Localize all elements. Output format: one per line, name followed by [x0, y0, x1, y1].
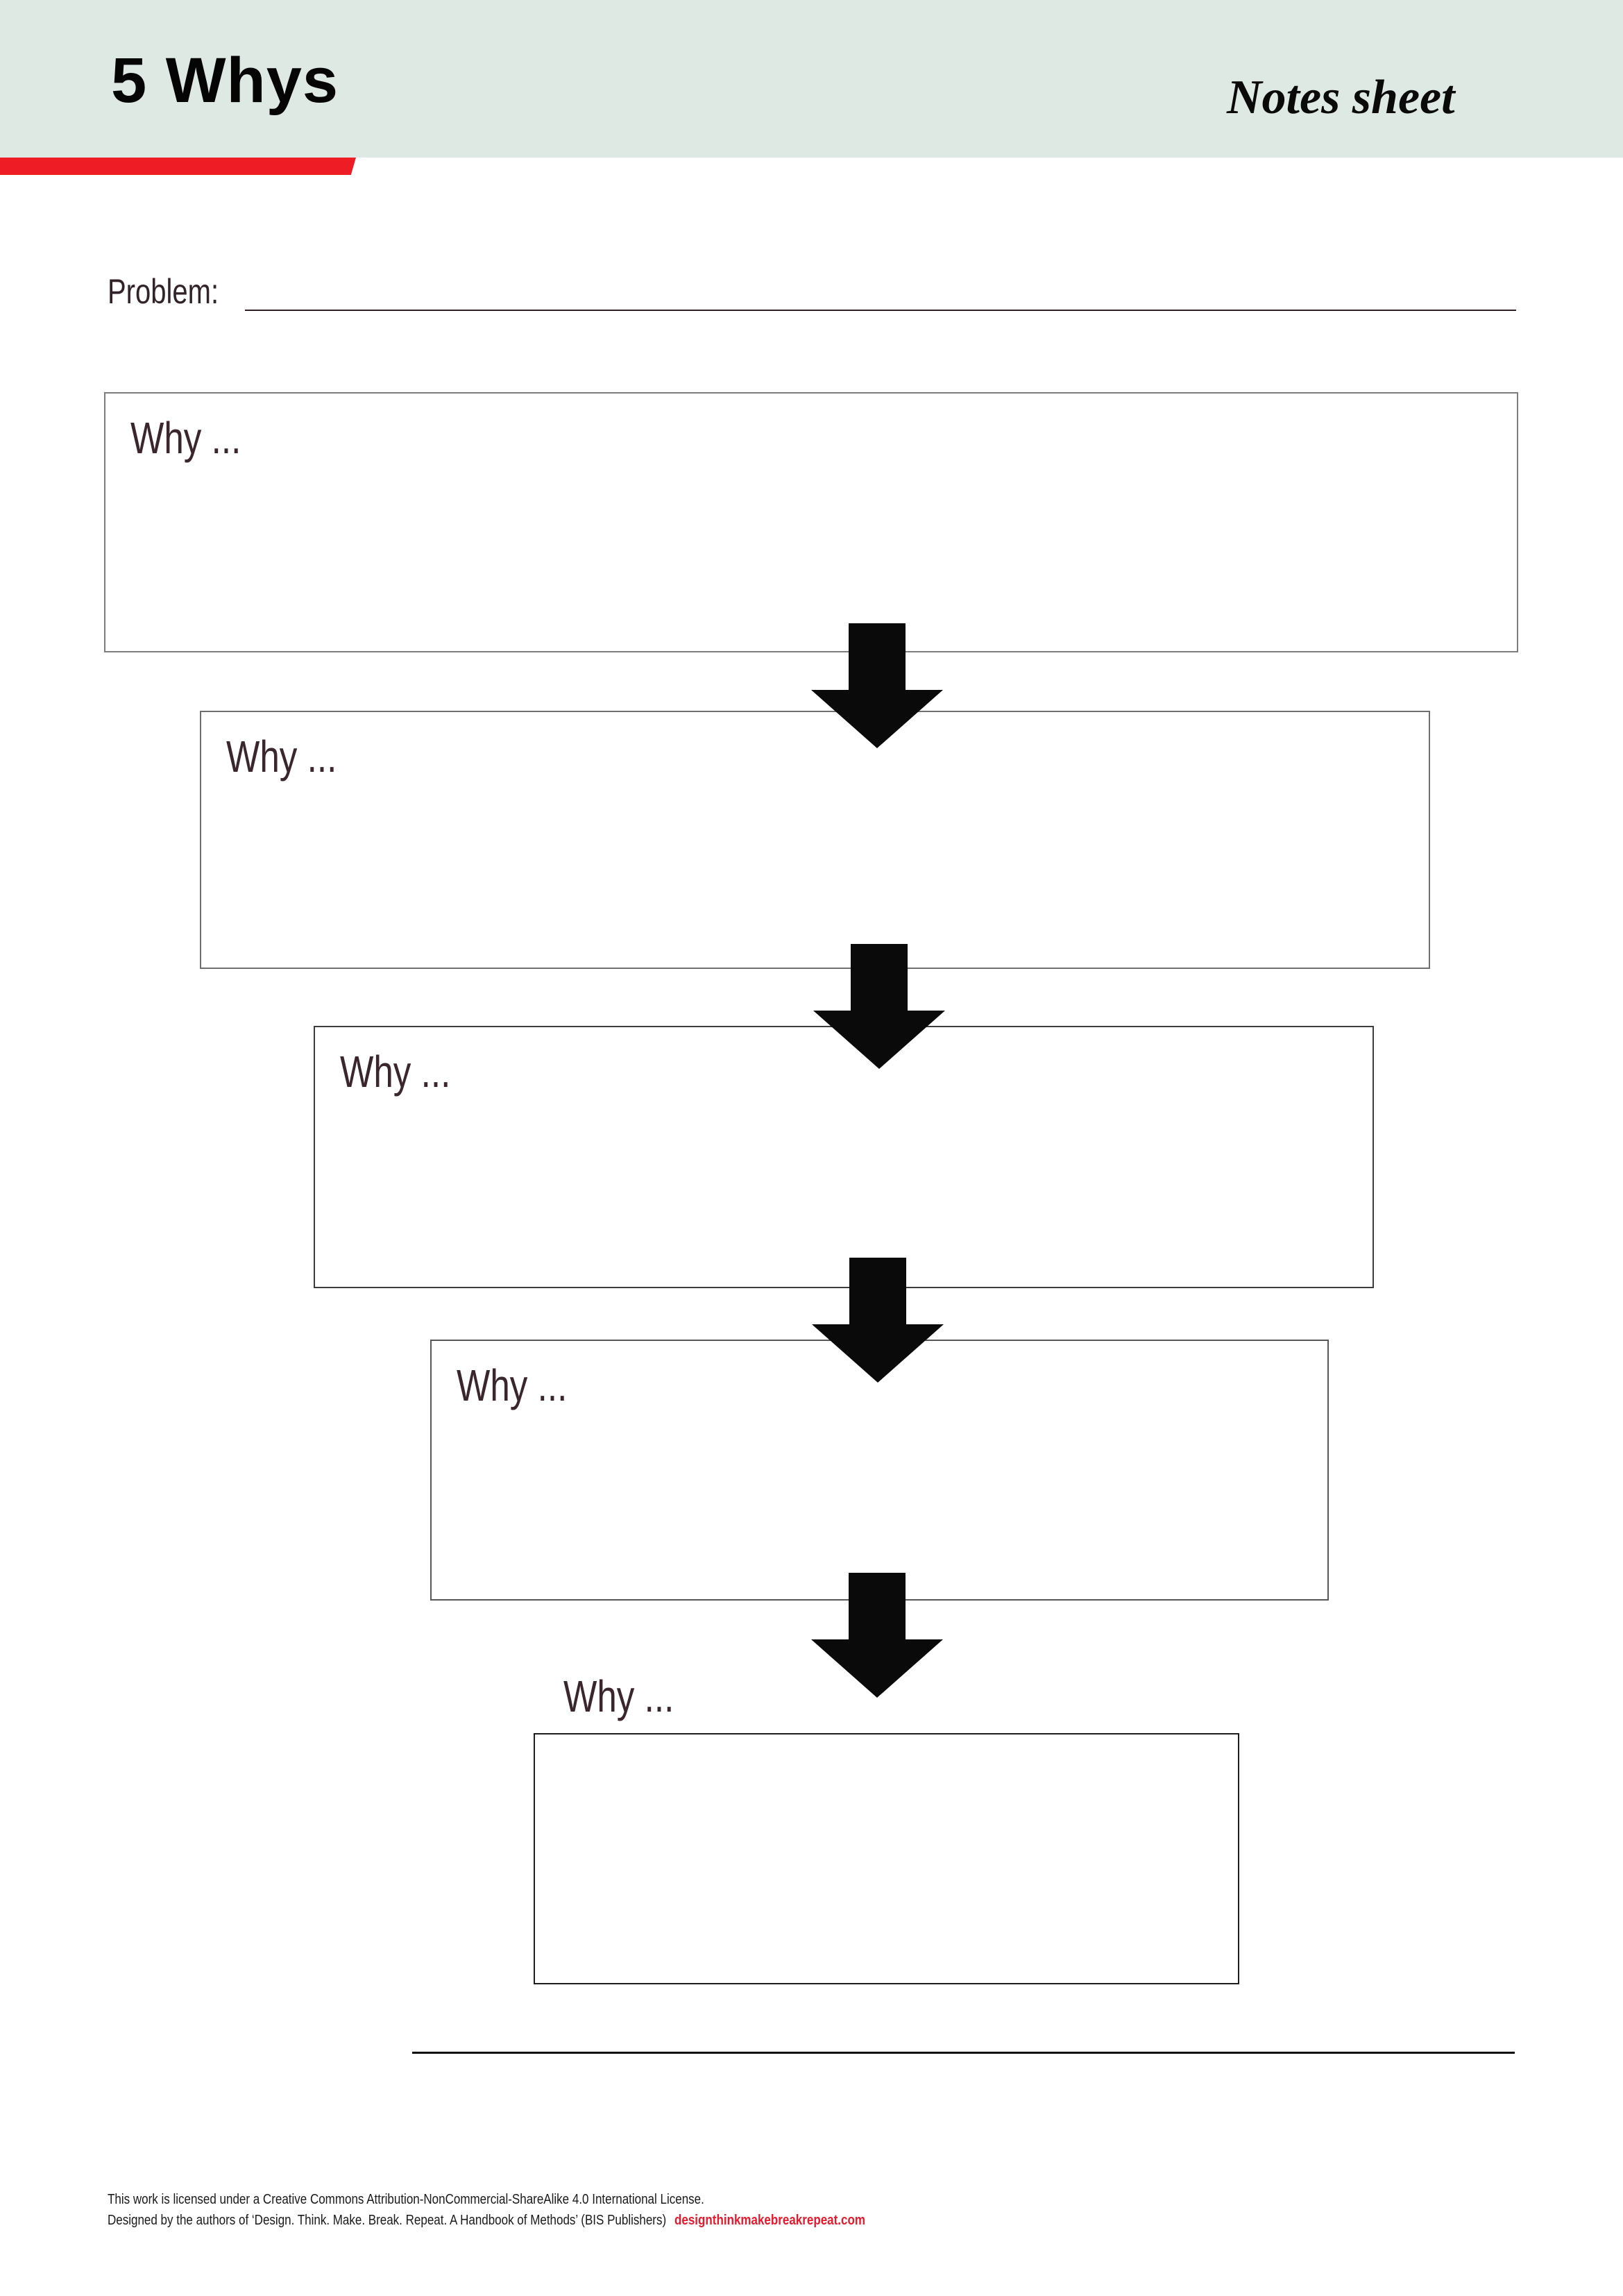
- why-label-1: Why ...: [130, 413, 269, 463]
- why-label-4: Why ...: [457, 1360, 595, 1410]
- answer-fill-in-line[interactable]: [412, 2052, 1515, 2054]
- why-label-4-text: Why ...: [457, 1360, 568, 1410]
- why-label-2: Why ...: [226, 732, 364, 782]
- down-arrow-icon: [813, 944, 945, 1069]
- why-box-4[interactable]: Why ...: [430, 1340, 1329, 1601]
- page-subtitle: Notes sheet: [1227, 71, 1455, 124]
- license-text: This work is licensed under a Creative C…: [108, 2192, 704, 2207]
- why-label-3: Why ...: [340, 1047, 478, 1097]
- why-box-3[interactable]: Why ...: [314, 1026, 1374, 1288]
- credit-line: Designed by the authors of ‘Design. Thin…: [108, 2210, 999, 2231]
- why-box-5[interactable]: [534, 1733, 1239, 1984]
- why-label-5-text: Why ...: [563, 1671, 674, 1721]
- down-arrow-icon: [811, 623, 943, 748]
- page-title: 5 Whys: [111, 45, 339, 116]
- down-arrow-icon: [811, 1573, 943, 1698]
- why-box-2[interactable]: Why ...: [200, 711, 1430, 969]
- why-box-1[interactable]: Why ...: [104, 392, 1518, 652]
- header-accent-bar: [0, 158, 356, 175]
- footer: This work is licensed under a Creative C…: [108, 2189, 999, 2231]
- down-arrow-icon: [812, 1258, 944, 1383]
- problem-fill-in-line[interactable]: [245, 310, 1516, 311]
- why-label-2-text: Why ...: [226, 732, 337, 782]
- credit-text: Designed by the authors of ‘Design. Thin…: [108, 2213, 667, 2228]
- why-label-3-text: Why ...: [340, 1047, 451, 1097]
- website-link[interactable]: designthinkmakebreakrepeat.com: [674, 2213, 865, 2228]
- why-label-1-text: Why ...: [130, 413, 241, 463]
- problem-label: Problem:: [108, 274, 246, 309]
- problem-label-text: Problem:: [108, 272, 219, 311]
- license-line: This work is licensed under a Creative C…: [108, 2189, 999, 2210]
- why-label-5: Why ...: [563, 1674, 702, 1719]
- header-band: 5 Whys Notes sheet: [0, 0, 1623, 158]
